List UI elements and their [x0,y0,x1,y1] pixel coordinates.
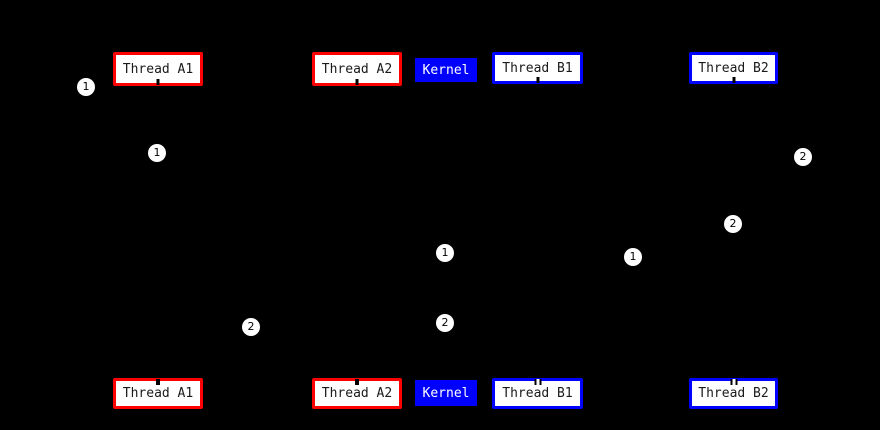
participant-thread-b1-bottom: Thread B1 [492,378,583,409]
step-marker-2d: 2 [436,314,454,332]
lifeline-notch [730,379,737,385]
participant-label: Thread A1 [122,61,194,77]
participant-thread-b2-top: Thread B2 [689,52,778,84]
participant-label: Kernel [422,62,470,78]
lifeline-notch [534,379,541,385]
step-marker-2b: 2 [724,215,742,233]
step-marker-1b: 1 [148,144,166,162]
participant-thread-a1-top: Thread A1 [113,52,203,86]
participant-kernel-bottom: Kernel [415,380,477,406]
participant-label: Thread A2 [321,386,393,401]
step-marker-2a: 2 [794,148,812,166]
participant-thread-a1-bottom: Thread A1 [113,378,203,409]
step-marker-1c: 1 [436,244,454,262]
participant-label: Thread A2 [321,61,393,77]
lifeline-notch [536,77,539,83]
step-marker-1a: 1 [77,78,95,96]
participant-label: Thread B1 [502,60,573,76]
step-marker-2c: 2 [242,318,260,336]
participant-thread-a2-bottom: Thread A2 [312,378,402,409]
lifeline-notch [732,77,735,83]
lifeline-notch [355,379,359,385]
step-marker-1d: 1 [624,248,642,266]
participant-thread-a2-top: Thread A2 [312,52,402,86]
participant-label: Thread B2 [698,386,769,401]
participant-label: Thread B2 [698,60,769,76]
participant-kernel-top: Kernel [415,58,477,82]
participant-thread-b2-bottom: Thread B2 [689,378,778,409]
participant-thread-b1-top: Thread B1 [492,52,583,84]
lifeline-notch [156,79,160,85]
lifeline-notch [355,79,359,85]
participant-label: Thread A1 [122,386,194,401]
participant-label: Kernel [422,385,470,401]
participant-label: Thread B1 [502,386,573,401]
lifeline-notch [156,379,160,385]
